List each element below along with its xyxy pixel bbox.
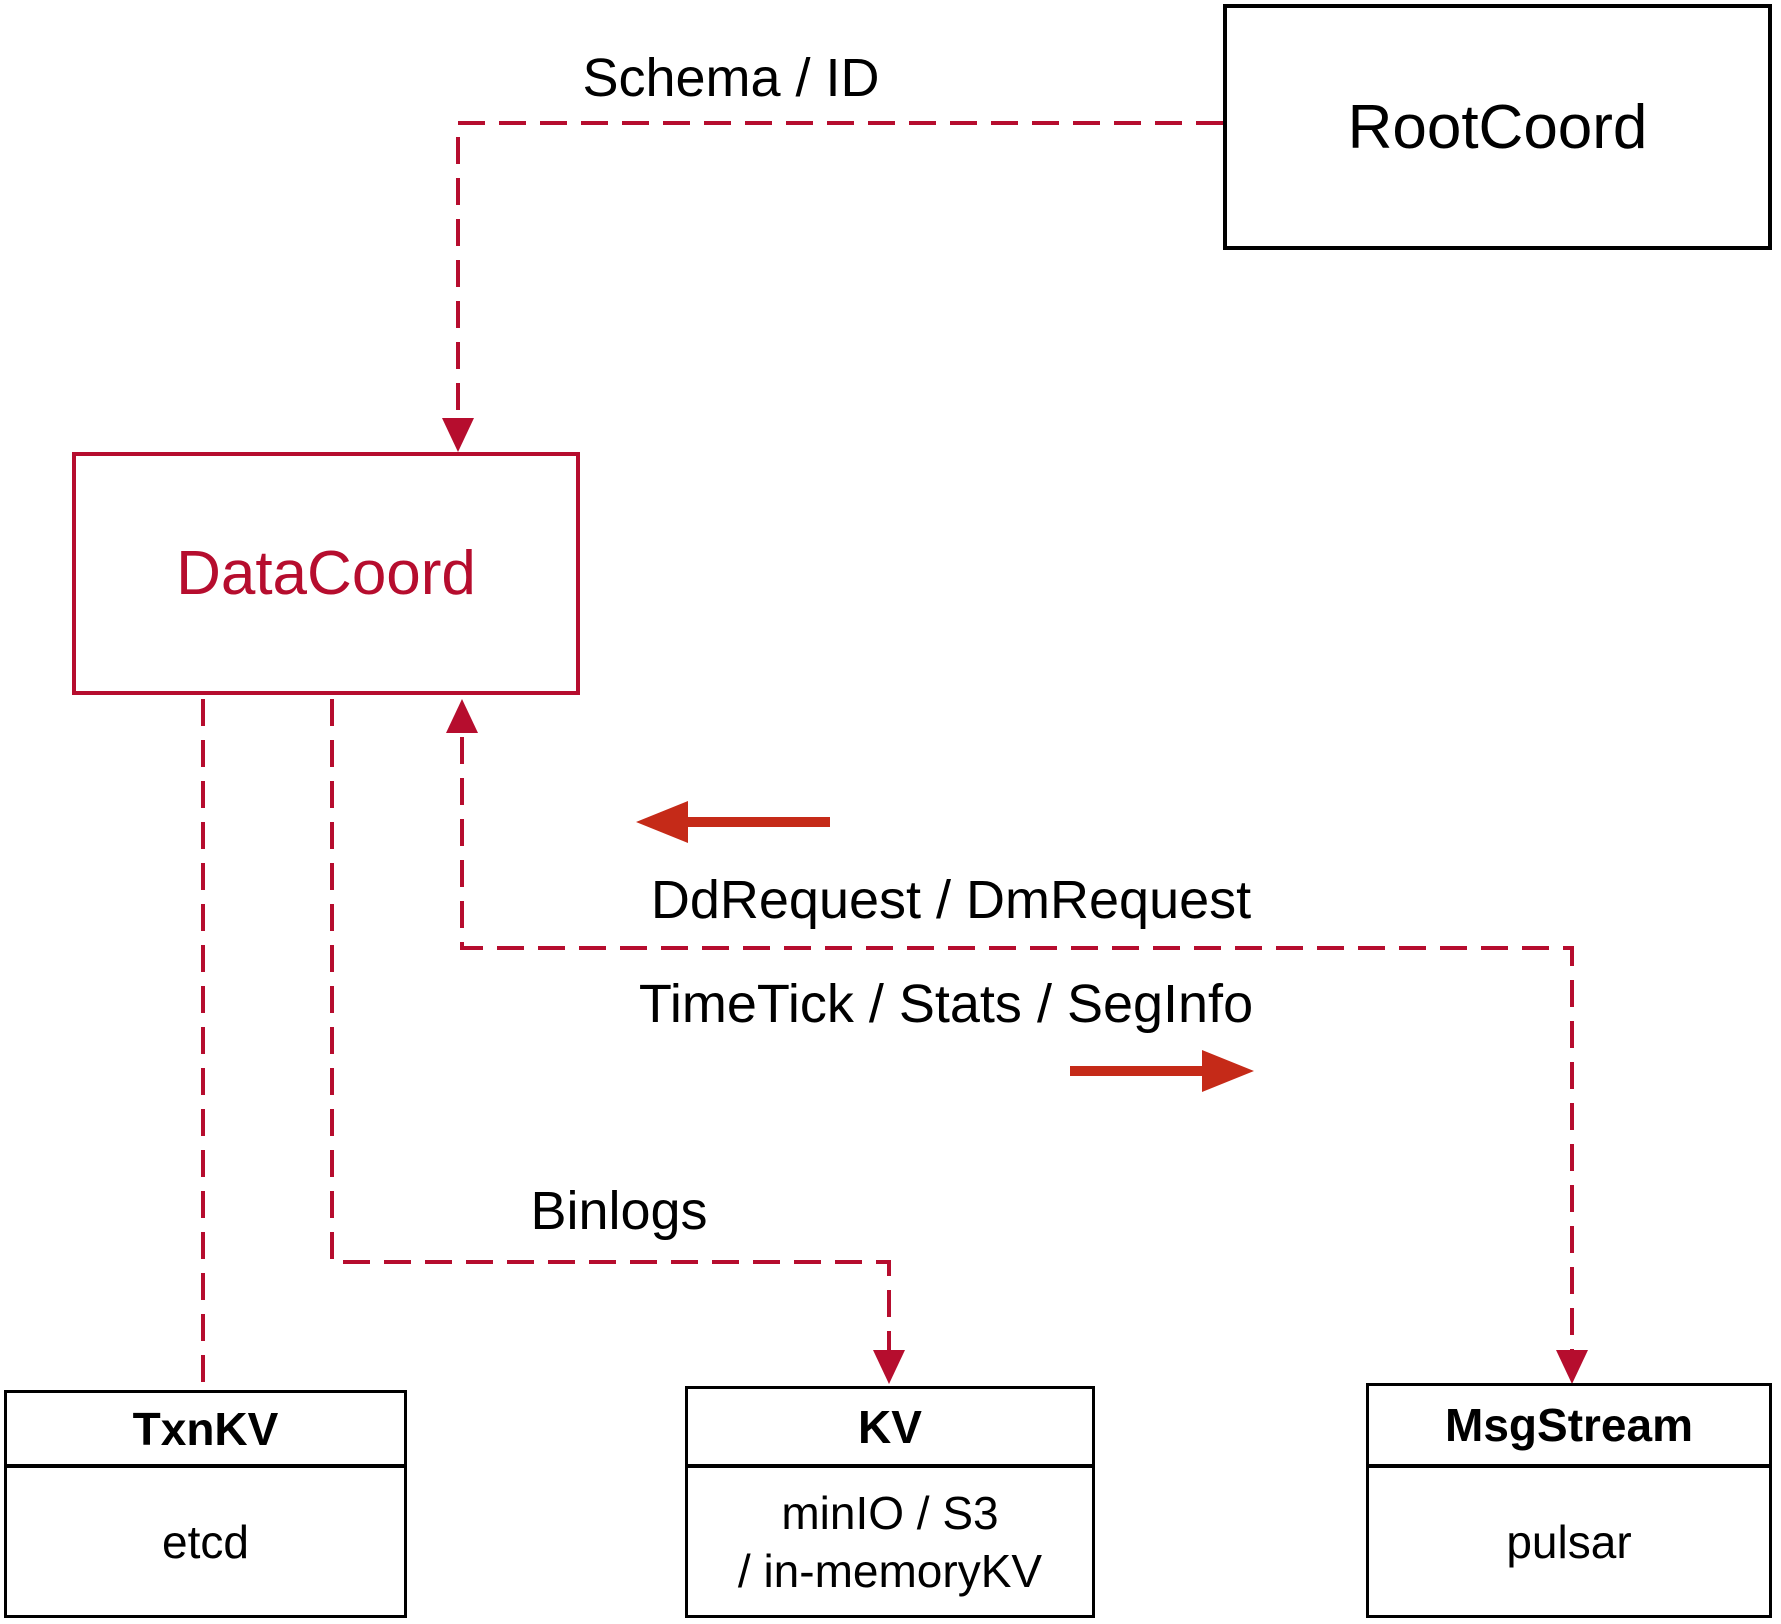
node-msgstream-title: MsgStream [1369, 1386, 1769, 1468]
node-datacoord-label: DataCoord [176, 539, 476, 608]
edge-schema-id [456, 121, 1223, 434]
node-msgstream-body: pulsar [1369, 1468, 1769, 1615]
edge-label-ddrequest-dmrequest: DdRequest / DmRequest [650, 870, 1252, 930]
node-rootcoord: RootCoord [1223, 4, 1772, 250]
node-datacoord: DataCoord [72, 452, 580, 695]
edge-binlogs [330, 699, 891, 1350]
node-kv-body-line1: minIO / S3 [781, 1486, 999, 1539]
edge-label-binlogs: Binlogs [530, 1181, 708, 1241]
edge-label-timetick-stats-seginfo: TimeTick / Stats / SegInfo [638, 974, 1254, 1034]
node-rootcoord-label: RootCoord [1347, 92, 1648, 162]
node-kv-body: minIO / S3 / in-memoryKV [688, 1468, 1092, 1615]
right-direction-arrow-icon [1070, 1050, 1254, 1092]
node-txnkv-body: etcd [7, 1468, 404, 1615]
arrow-down-icon [1556, 1350, 1588, 1384]
edge-label-schema-id: Schema / ID [582, 48, 880, 108]
node-kv-body-line2: / in-memoryKV [737, 1544, 1043, 1597]
edge-ddrequest-timetick [460, 737, 1574, 1350]
arrow-down-icon [442, 418, 474, 452]
node-msgstream-body-text: pulsar [1506, 1515, 1632, 1568]
node-kv-title: KV [688, 1389, 1092, 1468]
node-txnkv-body-text: etcd [162, 1515, 249, 1568]
node-txnkv-title: TxnKV [7, 1393, 404, 1468]
node-msgstream: MsgStream pulsar [1366, 1383, 1772, 1618]
node-txnkv: TxnKV etcd [4, 1390, 407, 1618]
node-kv: KV minIO / S3 / in-memoryKV [685, 1386, 1095, 1618]
left-direction-arrow-icon [636, 801, 830, 843]
arrow-up-icon [446, 699, 478, 733]
arrow-down-icon [873, 1350, 905, 1384]
